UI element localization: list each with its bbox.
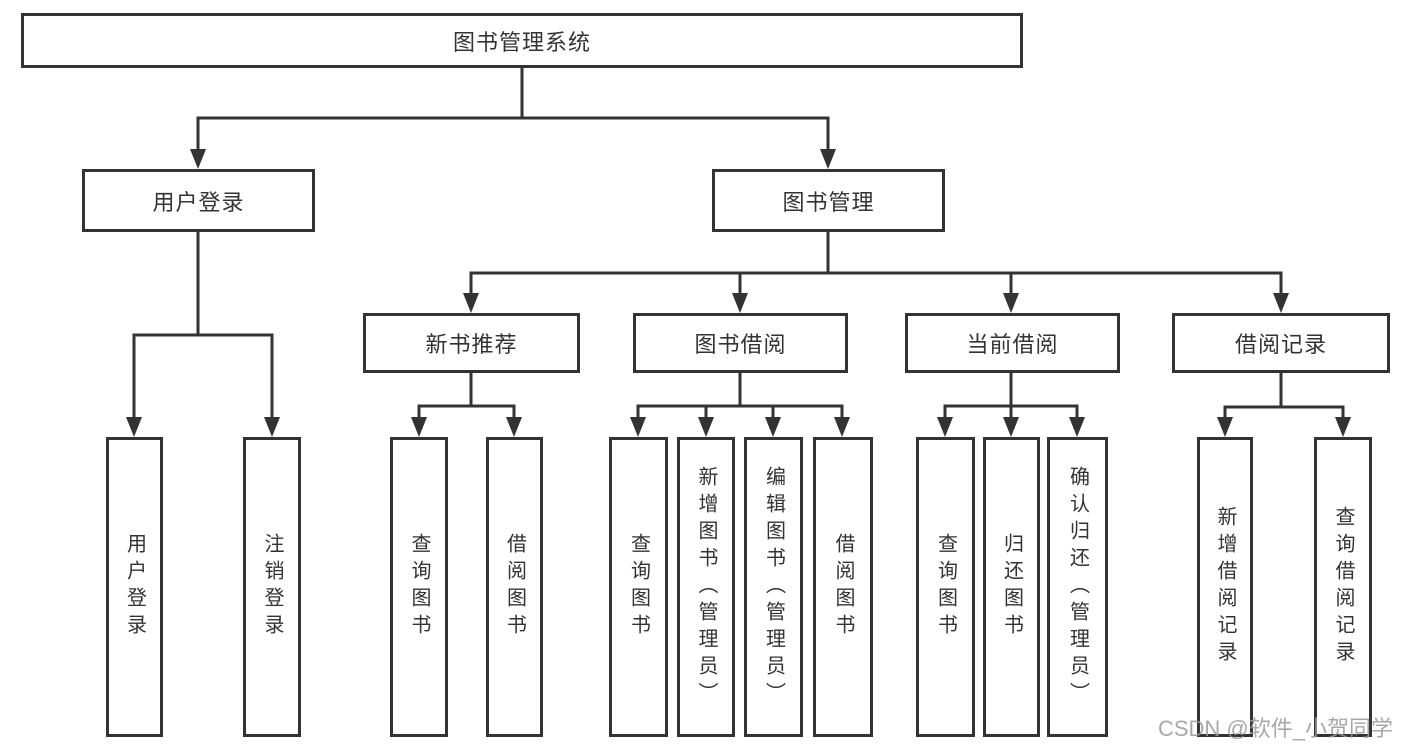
node-book-borrow: 图书借阅 bbox=[633, 313, 848, 373]
leaf-confirm-return-admin: 确认归还（管理员） bbox=[1047, 437, 1108, 737]
node-user-login: 用户登录 bbox=[82, 169, 315, 232]
leaf-borrow-books-recommend: 借阅图书 bbox=[486, 437, 543, 737]
leaf-query-books-recommend: 查询图书 bbox=[390, 437, 448, 737]
node-label: 编辑图书（管理员） bbox=[762, 465, 785, 709]
leaf-query-books-borrow: 查询图书 bbox=[609, 437, 668, 737]
node-label: 借阅图书 bbox=[503, 533, 526, 641]
leaf-query-borrow-record: 查询借阅记录 bbox=[1314, 437, 1372, 737]
node-label: 查询借阅记录 bbox=[1332, 506, 1354, 668]
node-label: 图书借阅 bbox=[694, 332, 787, 357]
leaf-return-book: 归还图书 bbox=[983, 437, 1040, 737]
node-label: 当前借阅 bbox=[966, 332, 1059, 357]
node-book-management: 图书管理 bbox=[712, 169, 945, 232]
node-label: 查询图书 bbox=[408, 533, 430, 641]
node-label: 用户登录 bbox=[123, 533, 146, 641]
leaf-add-borrow-record: 新增借阅记录 bbox=[1197, 437, 1253, 737]
leaf-query-books-current: 查询图书 bbox=[916, 437, 975, 737]
node-label: 新增借阅记录 bbox=[1214, 506, 1236, 668]
node-label: 确认归还（管理员） bbox=[1066, 465, 1089, 709]
node-label: 用户登录 bbox=[152, 189, 245, 215]
node-borrow-records: 借阅记录 bbox=[1172, 313, 1390, 373]
node-label: 注销登录 bbox=[261, 533, 283, 641]
leaf-edit-book-admin: 编辑图书（管理员） bbox=[744, 437, 803, 737]
node-new-book-recommend: 新书推荐 bbox=[363, 313, 580, 373]
node-label: 新增图书（管理员） bbox=[695, 465, 717, 709]
leaf-add-book-admin: 新增图书（管理员） bbox=[677, 437, 735, 737]
node-current-borrow: 当前借阅 bbox=[905, 313, 1120, 373]
node-label: 图书管理系统 bbox=[452, 29, 591, 55]
leaf-borrow-books: 借阅图书 bbox=[813, 437, 873, 737]
node-label: 图书管理 bbox=[782, 189, 875, 215]
node-system-root: 图书管理系统 bbox=[21, 13, 1023, 68]
node-label: 归还图书 bbox=[1000, 533, 1023, 641]
leaf-user-login: 用户登录 bbox=[106, 437, 163, 737]
leaf-logout: 注销登录 bbox=[243, 437, 301, 737]
csdn-watermark: CSDN @软件_小贺同学 bbox=[1157, 716, 1393, 741]
node-label: 查询图书 bbox=[627, 533, 650, 641]
node-label: 查询图书 bbox=[934, 533, 957, 641]
node-label: 新书推荐 bbox=[425, 332, 518, 357]
node-label: 借阅记录 bbox=[1234, 332, 1327, 357]
node-label: 借阅图书 bbox=[832, 533, 854, 641]
